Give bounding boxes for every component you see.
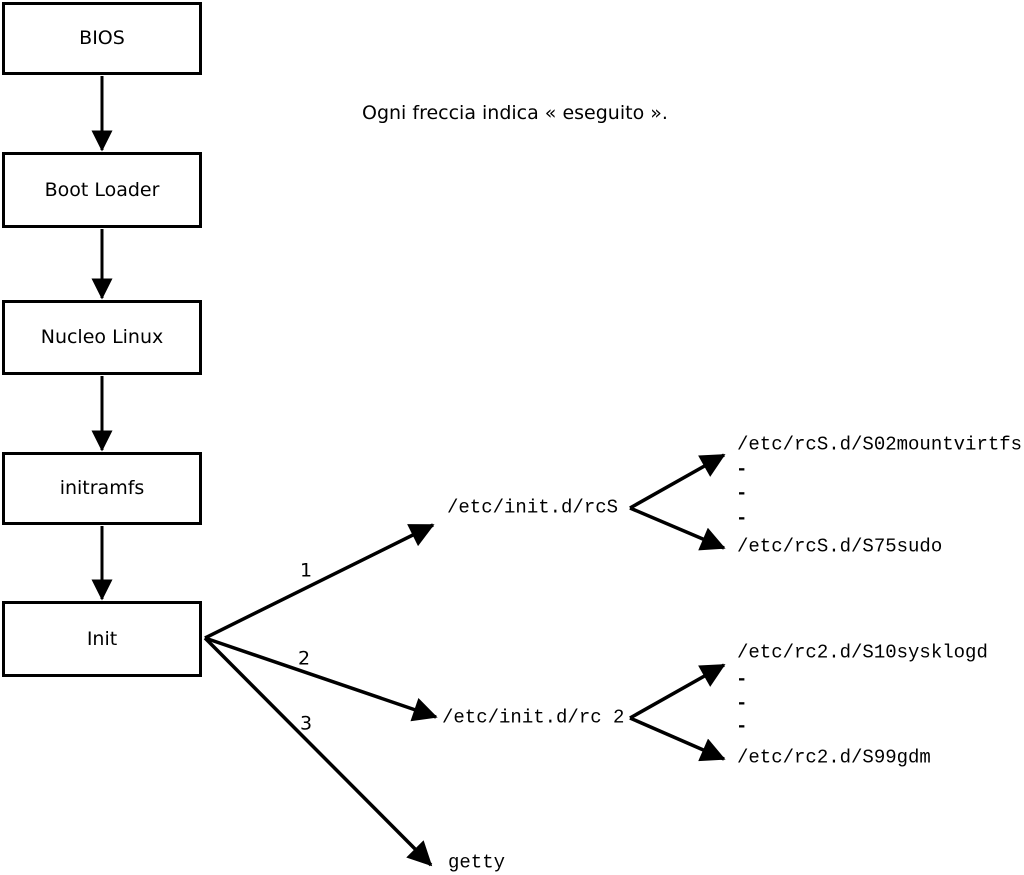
node-nucleo-linux-label: Nucleo Linux [40, 326, 164, 348]
edge-label-2: 2 [297, 647, 311, 670]
ellipsis-dash: - [736, 482, 748, 505]
node-getty: getty [448, 851, 506, 874]
node-etc-rcs-d-s02mountvirtfs: /etc/rcS.d/S02mountvirtfs [737, 433, 1023, 456]
node-etc-rcs-d-s75sudo: /etc/rcS.d/S75sudo [737, 535, 943, 558]
node-boot-loader-label: Boot Loader [44, 178, 160, 201]
arrow-init-to-getty [203, 636, 433, 867]
ellipsis-dash: - [736, 458, 748, 481]
node-initramfs: initramfs [2, 452, 202, 525]
node-etc-rc2-d-s10sysklogd: /etc/rc2.d/S10sysklogd [737, 641, 988, 664]
node-boot-loader: Boot Loader [2, 152, 202, 228]
ellipsis-dash: - [736, 668, 748, 691]
edge-label-3: 3 [299, 712, 313, 735]
node-initramfs-label: initramfs [59, 477, 145, 499]
edge-label-1: 1 [299, 559, 313, 582]
node-etc-init-d-rcs: /etc/init.d/rcS [447, 496, 619, 519]
arrow-rc2-to-s99gdm [629, 716, 726, 762]
node-etc-init-d-rc2: /etc/init.d/rc 2 [442, 706, 625, 729]
node-bios-label: BIOS [79, 27, 125, 49]
ellipsis-dash: - [736, 507, 748, 530]
node-bios: BIOS [2, 2, 202, 75]
ellipsis-dash: - [736, 692, 748, 715]
arrow-rc2-to-s10sysklogd [629, 663, 726, 720]
arrow-rcs-to-s02mountvirtfs [629, 453, 726, 510]
legend-note: Ogni freccia indica « eseguito ». [362, 102, 668, 124]
node-init-label: Init [86, 627, 118, 650]
arrow-rcs-to-s75sudo [629, 506, 726, 551]
arrow-init-to-rc2 [204, 636, 438, 722]
node-etc-rc2-d-s99gdm: /etc/rc2.d/S99gdm [737, 746, 931, 769]
node-init: Init [2, 601, 202, 677]
node-nucleo-linux: Nucleo Linux [2, 300, 202, 375]
ellipsis-dash: - [736, 715, 748, 738]
arrow-init-to-rcs [204, 523, 435, 640]
